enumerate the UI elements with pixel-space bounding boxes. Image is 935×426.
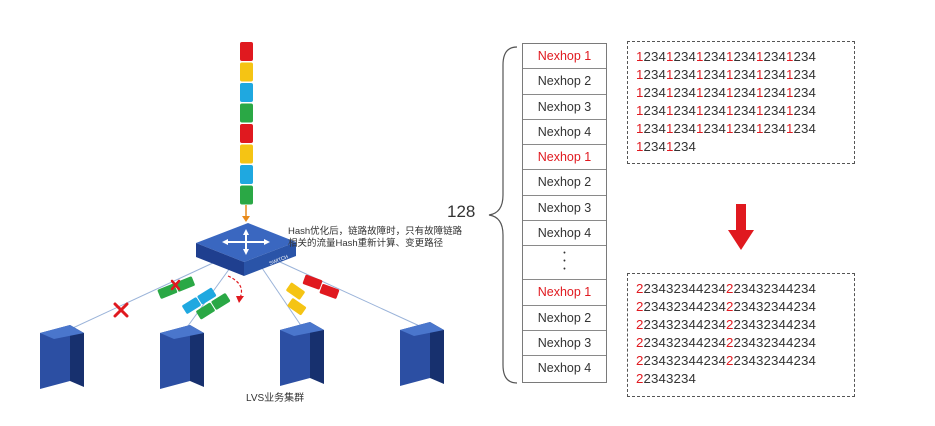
nexthop-cell: Nexhop 2: [523, 170, 606, 196]
nexthop-cell: Nexhop 4: [537, 361, 592, 376]
nexthop-cell: Nexhop 3: [523, 196, 606, 222]
reroute-arrow: [227, 275, 243, 299]
sequence-line: 12341234: [636, 139, 696, 154]
sequence-line: 123412341234123412341234: [636, 103, 816, 118]
packet-block: [240, 42, 253, 61]
hash-annotation: Hash优化后，链路故障时，只有故障链路相关的流量Hash重新计算、变更路径: [288, 226, 463, 249]
packet-block: [240, 83, 253, 102]
sequence-line: 223432344234223432344234: [636, 299, 816, 314]
sequence-line: 223432344234223432344234: [636, 281, 816, 296]
reroute-arrow-head-icon: [236, 296, 244, 303]
server-icon: [400, 322, 444, 386]
packet-block: [240, 62, 253, 82]
sequence-line: 22343234: [636, 371, 696, 386]
table-brace: [488, 46, 518, 384]
table-size-label: 128: [447, 202, 476, 221]
down-arrow-icon: [728, 204, 754, 250]
sequence-line: 223432344234223432344234: [636, 335, 816, 350]
nexthop-ellipsis: •••: [523, 246, 606, 281]
nexthop-cell: Nexhop 4: [523, 120, 606, 146]
sequence-line: 123412341234123412341234: [636, 67, 816, 82]
server-icon: [160, 325, 204, 389]
sequence-line: 123412341234123412341234: [636, 85, 816, 100]
incoming-packet-stack: [240, 42, 253, 205]
server-icon: [280, 322, 324, 386]
switch-icon: SWITCH: [196, 223, 296, 276]
nexthop-cell: Nexhop 3: [523, 331, 606, 357]
packet-block: [240, 165, 253, 184]
sequence-line: 123412341234123412341234: [636, 121, 816, 136]
arrow-head-icon: [242, 216, 250, 222]
packet-block: [240, 103, 253, 123]
sequence-line: 223432344234223432344234: [636, 317, 816, 332]
link-packets: [157, 274, 340, 320]
packet-block: [240, 185, 253, 205]
nexthop-cell: Nexhop 1: [523, 44, 606, 70]
server-cluster: [40, 322, 444, 389]
after-sequence-box: 223432344234223432344234 2234323442342234…: [627, 273, 855, 397]
sequence-line: 223432344234223432344234: [636, 353, 816, 368]
packet-block: [240, 124, 253, 143]
nexthop-cell: Nexhop 2: [523, 69, 606, 95]
packet-block: [240, 144, 253, 164]
sequence-line: 123412341234123412341234: [636, 49, 816, 64]
failed-link-icon: [113, 302, 129, 318]
nexthop-cell: Nexhop 2: [523, 306, 606, 331]
nexthop-cell: Nexhop 1: [523, 280, 606, 306]
nexthop-cell: Nexhop 1: [523, 145, 606, 171]
nexthop-cell: Nexhop 4: [523, 221, 606, 247]
nexthop-cell: Nexhop 3: [523, 95, 606, 120]
server-icon: [40, 325, 84, 389]
cluster-label: LVS业务集群: [246, 393, 305, 404]
